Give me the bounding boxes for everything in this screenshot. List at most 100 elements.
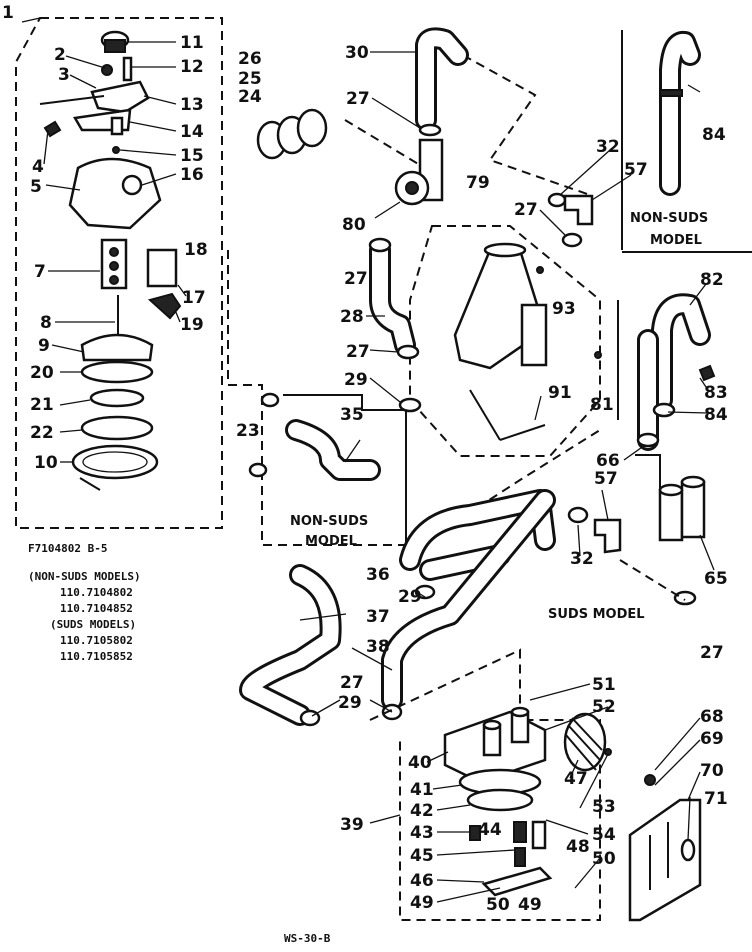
callout-57b: 57 [594, 469, 618, 489]
model-info-line-5: 110.7105802 [60, 634, 133, 647]
model-info-line-3: 110.7104852 [60, 602, 133, 615]
callout-80: 80 [342, 215, 366, 235]
callout-84b: 84 [704, 405, 728, 425]
label-non-suds-top-model: MODEL [650, 233, 702, 248]
model-info-line-6: 110.7105852 [60, 650, 133, 663]
hose-route-line [227, 250, 601, 546]
callout-27d: 27 [514, 200, 538, 220]
callout-84a: 84 [702, 125, 726, 145]
pump-39-frame [369, 648, 601, 921]
label-suds-model: SUDS MODEL [548, 607, 645, 622]
callout-70: 70 [700, 761, 724, 781]
hose-37 [239, 564, 436, 727]
cylinders-65 [635, 454, 706, 606]
callout-7: 7 [34, 262, 46, 282]
callout-49a: 49 [410, 893, 434, 913]
callout-22: 22 [30, 423, 54, 443]
callout-41: 41 [410, 780, 434, 800]
callout-49b: 49 [518, 895, 542, 915]
callout-93: 93 [552, 299, 576, 319]
fittings-suds [567, 506, 622, 554]
callout-71: 71 [704, 789, 728, 809]
callout-21: 21 [30, 395, 54, 415]
callout-26: 26 [238, 49, 262, 69]
callout-46: 46 [410, 871, 434, 891]
callout-24: 24 [238, 87, 262, 107]
upper-route-line [344, 47, 591, 196]
hose-84-top [659, 30, 701, 196]
valve-80 [394, 123, 444, 206]
fittings-32-57 [547, 192, 594, 248]
callout-54: 54 [592, 825, 616, 845]
callout-29c: 29 [338, 693, 362, 713]
callout-29a: 29 [344, 370, 368, 390]
callout-32b: 32 [570, 549, 594, 569]
callout-5: 5 [30, 177, 42, 197]
callout-40: 40 [408, 753, 432, 773]
label-non-suds-mid-model: MODEL [305, 534, 357, 549]
mixing-valve-assembly [39, 30, 182, 491]
callout-25: 25 [238, 69, 262, 89]
callout-51: 51 [592, 675, 616, 695]
callout-28: 28 [340, 307, 364, 327]
hose-28 [368, 237, 422, 413]
callout-17: 17 [182, 288, 206, 308]
callout-27c: 27 [346, 342, 370, 362]
callout-45: 45 [410, 846, 434, 866]
callout-44: 44 [478, 820, 502, 840]
callout-8: 8 [40, 313, 52, 333]
callout-35: 35 [340, 405, 364, 425]
callout-12: 12 [180, 57, 204, 77]
callout-3: 3 [58, 65, 70, 85]
callout-10: 10 [34, 453, 58, 473]
callout-2: 2 [54, 45, 66, 65]
label-non-suds-mid: NON-SUDS [290, 514, 368, 529]
callout-29b: 29 [398, 587, 422, 607]
callout-38: 38 [366, 637, 390, 657]
callout-52: 52 [592, 697, 616, 717]
callout-16: 16 [180, 165, 204, 185]
callout-30: 30 [345, 43, 369, 63]
callout-48: 48 [566, 837, 590, 857]
mixing-valve-frame [15, 17, 223, 529]
callout-81: 81 [590, 395, 614, 415]
callout-66: 66 [596, 451, 620, 471]
bracket-70 [628, 774, 702, 922]
callout-68: 68 [700, 707, 724, 727]
callout-57a: 57 [624, 160, 648, 180]
callout-43: 43 [410, 823, 434, 843]
callout-69: 69 [700, 729, 724, 749]
callout-15: 15 [180, 146, 204, 166]
callout-27e: 27 [700, 643, 724, 663]
callout-91: 91 [548, 383, 572, 403]
callout-14: 14 [180, 122, 204, 142]
callout-37: 37 [366, 607, 390, 627]
callout-4: 4 [32, 157, 44, 177]
callout-47: 47 [564, 769, 588, 789]
callout-20: 20 [30, 363, 54, 383]
callout-13: 13 [180, 95, 204, 115]
model-info-line-4: (SUDS MODELS) [50, 618, 136, 631]
callout-50a: 50 [592, 849, 616, 869]
callout-83: 83 [704, 383, 728, 403]
callout-32a: 32 [596, 137, 620, 157]
hose-82 [636, 293, 716, 451]
callout-79: 79 [466, 173, 490, 193]
hose-30 [415, 27, 469, 131]
leader-1 [21, 17, 41, 23]
non-suds-mid-box [283, 394, 407, 545]
callout-27b: 27 [344, 269, 368, 289]
hose-35 [248, 392, 381, 481]
callout-42: 42 [410, 801, 434, 821]
hose-38 [381, 489, 556, 711]
callout-18: 18 [184, 240, 208, 260]
seal-rings [256, 108, 328, 160]
callout-9: 9 [38, 336, 50, 356]
pump-79 [453, 242, 602, 441]
callout-11: 11 [180, 33, 204, 53]
footer-code: WS-30-B [284, 932, 331, 945]
callout-53: 53 [592, 797, 616, 817]
return-line-27 [619, 559, 686, 601]
drawing-code: F7104802 B-5 [28, 542, 107, 555]
